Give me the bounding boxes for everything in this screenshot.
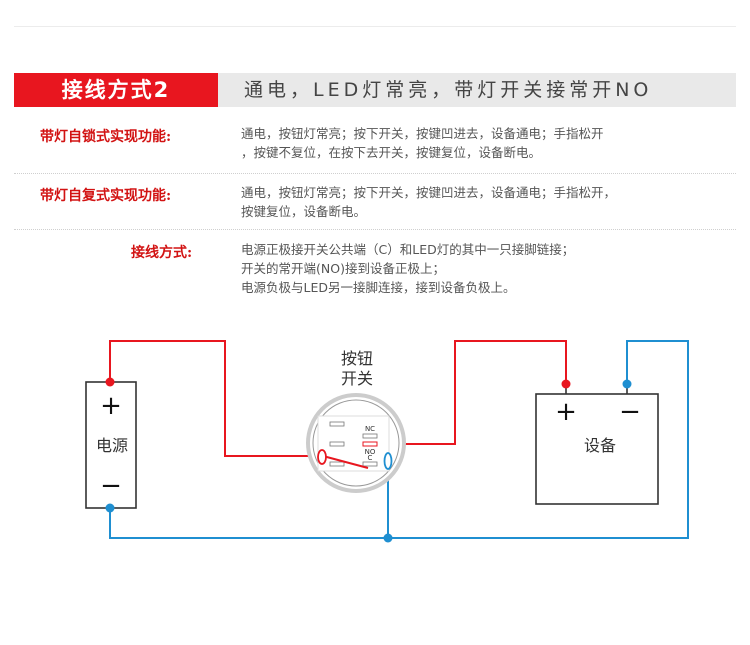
- device-minus-terminal: [622, 379, 632, 389]
- pin-label-no: NO: [365, 448, 376, 456]
- top-divider: [14, 26, 736, 27]
- section-line: 通电，按钮灯常亮；按下开关，按键凹进去，设备通电；手指松开，: [241, 185, 617, 200]
- banner-title: 接线方式2: [14, 73, 218, 107]
- device-plus-terminal: [561, 379, 571, 389]
- section-body-wiring: 电源正极接开关公共端（C）和LED灯的其中一只接脚链接； 开关的常开端(NO)接…: [241, 240, 574, 297]
- section-divider: [14, 173, 736, 175]
- power-plus-terminal: [105, 377, 115, 387]
- switch-pin-left-mid: [329, 441, 345, 447]
- switch-common-terminal: [317, 449, 327, 465]
- switch-label-top: 按钮: [341, 349, 373, 368]
- wire-power-to-common: [109, 340, 320, 457]
- positive-wires: [109, 340, 567, 457]
- switch-body: [317, 415, 390, 472]
- wire-no-to-device-plus: [373, 340, 567, 445]
- section-line: 通电，按钮灯常亮；按下开关，按键凹进去，设备通电；手指松开: [241, 126, 604, 141]
- device-plus-symbol: +: [555, 397, 577, 427]
- section-line: ，按键不复位，在按下去开关，按键复位，设备断电。: [241, 145, 542, 160]
- switch-pin-no: [362, 441, 378, 447]
- device-minus-symbol: −: [619, 397, 641, 427]
- section-label-wiring: 接线方式:: [131, 245, 193, 261]
- section-line: 电源负极与LED另一接脚连接，接到设备负极上。: [241, 280, 516, 295]
- switch-pin-left-bot: [329, 461, 345, 467]
- switch-led-terminal: [383, 452, 393, 470]
- power-label: 电源: [96, 436, 128, 455]
- power-minus-symbol: −: [100, 471, 122, 501]
- switch-pin-nc: [362, 433, 378, 439]
- header-banner: 接线方式2 通电，LED灯常亮，带灯开关接常开NO: [14, 73, 736, 107]
- section-divider: [14, 229, 736, 231]
- section-body-latching: 通电，按钮灯常亮；按下开关，按键凹进去，设备通电；手指松开 ，按键不复位，在按下…: [241, 124, 604, 162]
- bus-junction-dot: [383, 533, 393, 543]
- switch-label-bottom: 开关: [341, 369, 373, 388]
- section-line: 开关的常开端(NO)接到设备正极上；: [241, 261, 445, 276]
- power-minus-terminal: [105, 503, 115, 513]
- switch-pin-c: [362, 461, 378, 467]
- section-label-latching: 带灯自锁式实现功能:: [40, 129, 172, 145]
- section-line: 电源正极接开关公共端（C）和LED灯的其中一只接脚链接；: [241, 242, 575, 257]
- switch-pin-left-top: [329, 421, 345, 427]
- power-plus-symbol: +: [100, 391, 122, 421]
- wire-power-minus-bus: [109, 340, 689, 539]
- pin-label-c: C: [368, 454, 373, 462]
- section-body-momentary: 通电，按钮灯常亮；按下开关，按键凹进去，设备通电；手指松开， 按键复位，设备断电…: [241, 183, 616, 221]
- section-label-momentary: 带灯自复式实现功能:: [40, 188, 172, 204]
- banner-subtitle: 通电，LED灯常亮，带灯开关接常开NO: [244, 79, 653, 101]
- pin-label-nc: NC: [365, 425, 375, 433]
- device-label: 设备: [584, 436, 616, 455]
- device-box: [535, 393, 659, 505]
- wire-common-to-led: [322, 455, 369, 469]
- section-line: 按键复位，设备断电。: [241, 204, 367, 219]
